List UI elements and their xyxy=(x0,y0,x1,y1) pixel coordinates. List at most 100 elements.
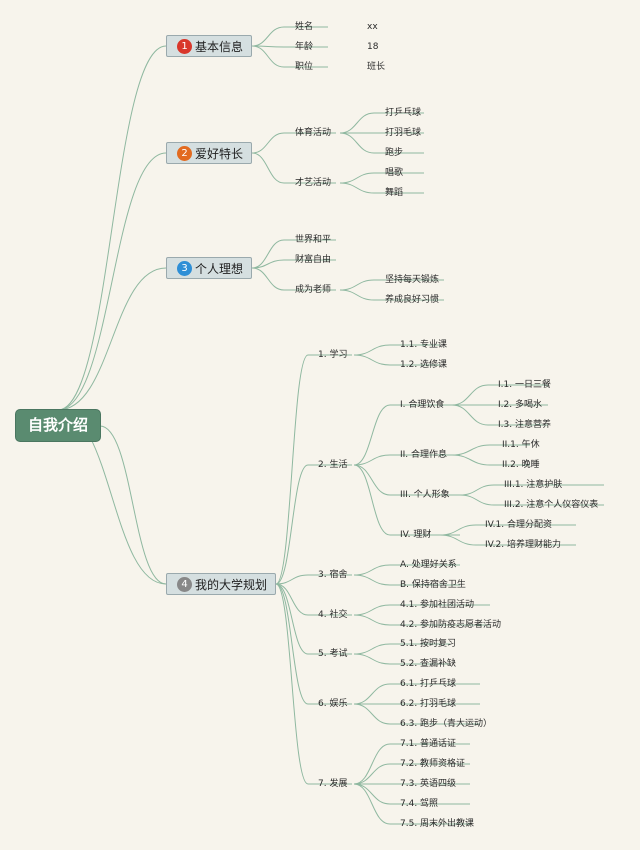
plan-item[interactable]: 6.1. 打乒乓球 xyxy=(400,679,457,689)
category-label: 我的大学规划 xyxy=(195,578,268,592)
connector xyxy=(451,384,548,406)
category-basic-info[interactable]: 1 基本信息 xyxy=(166,35,252,57)
info-value-role[interactable]: 班长 xyxy=(367,62,386,72)
category-label: 个人理想 xyxy=(195,262,244,276)
connector xyxy=(251,26,328,47)
life-group-diet[interactable]: I. 合理饮食 xyxy=(400,400,445,410)
plan-group-development[interactable]: 7. 发展 xyxy=(318,779,348,789)
plan-item[interactable]: III.1. 注意护肤 xyxy=(504,480,563,490)
hobby-group-sports[interactable]: 体育活动 xyxy=(295,128,332,138)
connector xyxy=(353,354,440,366)
connector xyxy=(353,574,460,586)
hobby-item[interactable]: 唱歌 xyxy=(385,168,404,178)
connector xyxy=(353,454,460,466)
connector xyxy=(353,404,460,466)
plan-item[interactable]: 5.2. 查漏补缺 xyxy=(400,659,457,669)
plan-item[interactable]: I.3. 注意营养 xyxy=(498,420,551,430)
plan-item[interactable]: 7.2. 教师资格证 xyxy=(400,759,466,769)
hobby-group-arts[interactable]: 才艺活动 xyxy=(295,178,332,188)
connector xyxy=(353,344,440,356)
connector xyxy=(251,239,336,269)
plan-group-fun[interactable]: 6. 娱乐 xyxy=(318,699,348,709)
info-key-age[interactable]: 年龄 xyxy=(295,42,314,52)
number-badge-icon: 3 xyxy=(177,261,192,276)
category-hobbies[interactable]: 2 爱好特长 xyxy=(166,142,252,164)
connector xyxy=(353,703,480,725)
plan-item[interactable]: 7.4. 驾照 xyxy=(400,799,439,809)
plan-item[interactable]: 6.2. 打羽毛球 xyxy=(400,699,457,709)
connector xyxy=(339,182,424,194)
hobby-item[interactable]: 打乒乓球 xyxy=(385,108,422,118)
plan-item[interactable]: A. 处理好关系 xyxy=(400,560,457,570)
plan-item[interactable]: 4.2. 参加防疫志愿者活动 xyxy=(400,620,502,630)
info-key-role[interactable]: 职位 xyxy=(295,62,314,72)
plan-group-study[interactable]: 1. 学习 xyxy=(318,350,348,360)
info-key-name[interactable]: 姓名 xyxy=(295,22,314,32)
connector xyxy=(251,45,328,68)
category-ideals[interactable]: 3 个人理想 xyxy=(166,257,252,279)
connector xyxy=(339,172,424,184)
ideal-item[interactable]: 世界和平 xyxy=(295,235,332,245)
plan-item[interactable]: 1.1. 专业课 xyxy=(400,340,448,350)
connector xyxy=(251,259,336,269)
plan-item[interactable]: 1.2. 选修课 xyxy=(400,360,448,370)
connector xyxy=(459,484,604,496)
connector xyxy=(353,763,470,785)
plan-item[interactable]: 7.5. 周末外出教课 xyxy=(400,819,475,829)
plan-item[interactable]: 6.3. 跑步（青大运动） xyxy=(400,719,493,729)
connector xyxy=(451,404,548,426)
connector xyxy=(439,534,576,546)
ideal-sub-item[interactable]: 养成良好习惯 xyxy=(385,295,440,305)
plan-item[interactable]: II.1. 午休 xyxy=(502,440,540,450)
plan-item[interactable]: 7.3. 英语四级 xyxy=(400,779,457,789)
life-group-rest[interactable]: II. 合理作息 xyxy=(400,450,448,460)
plan-item[interactable]: III.2. 注意个人仪容仪表 xyxy=(504,500,599,510)
info-value-name[interactable]: xx xyxy=(367,22,378,32)
connector xyxy=(451,444,530,456)
plan-item[interactable]: 4.1. 参加社团活动 xyxy=(400,600,475,610)
connector xyxy=(353,683,480,705)
plan-item[interactable]: B. 保持宿舍卫生 xyxy=(400,580,466,590)
ideal-sub-item[interactable]: 坚持每天锻炼 xyxy=(385,275,440,285)
connector xyxy=(353,464,460,496)
life-group-image[interactable]: III. 个人形象 xyxy=(400,490,450,500)
plan-item[interactable]: 7.1. 普通话证 xyxy=(400,739,457,749)
plan-item[interactable]: II.2. 晚睡 xyxy=(502,460,540,470)
plan-item[interactable]: IV.1. 合理分配资 xyxy=(485,520,552,530)
ideal-item[interactable]: 财富自由 xyxy=(295,255,332,265)
category-label: 爱好特长 xyxy=(195,147,244,161)
connector xyxy=(353,604,490,616)
connector xyxy=(339,132,424,154)
hobby-item[interactable]: 跑步 xyxy=(385,148,404,158)
category-college-plan[interactable]: 4 我的大学规划 xyxy=(166,573,276,595)
connector xyxy=(57,267,167,411)
connector xyxy=(339,279,444,291)
plan-item[interactable]: I.1. 一日三餐 xyxy=(498,380,551,390)
connector xyxy=(353,783,470,825)
root-node[interactable]: 自我介绍 xyxy=(16,410,100,441)
connector xyxy=(99,425,167,585)
connector xyxy=(459,494,604,506)
plan-item[interactable]: I.2. 多喝水 xyxy=(498,400,542,410)
connector xyxy=(353,464,460,536)
connector xyxy=(353,653,450,665)
connector xyxy=(353,564,460,576)
connector xyxy=(57,45,167,411)
plan-item[interactable]: IV.2. 培养理财能力 xyxy=(485,540,561,550)
info-value-age[interactable]: 18 xyxy=(367,42,379,52)
plan-group-dorm[interactable]: 3. 宿舍 xyxy=(318,570,348,580)
hobby-item[interactable]: 舞蹈 xyxy=(385,188,404,198)
connector xyxy=(275,464,352,585)
connector xyxy=(451,454,530,466)
hobby-item[interactable]: 打羽毛球 xyxy=(385,128,422,138)
plan-item[interactable]: 5.1. 按时复习 xyxy=(400,639,457,649)
plan-group-exam[interactable]: 5. 考试 xyxy=(318,649,348,659)
connector xyxy=(275,354,352,585)
life-group-money[interactable]: IV. 理财 xyxy=(400,530,432,540)
connector xyxy=(353,643,450,655)
plan-group-social[interactable]: 4. 社交 xyxy=(318,610,348,620)
plan-group-life[interactable]: 2. 生活 xyxy=(318,460,348,470)
number-badge-icon: 4 xyxy=(177,577,192,592)
connector xyxy=(251,45,328,48)
ideal-group-teacher[interactable]: 成为老师 xyxy=(295,285,332,295)
